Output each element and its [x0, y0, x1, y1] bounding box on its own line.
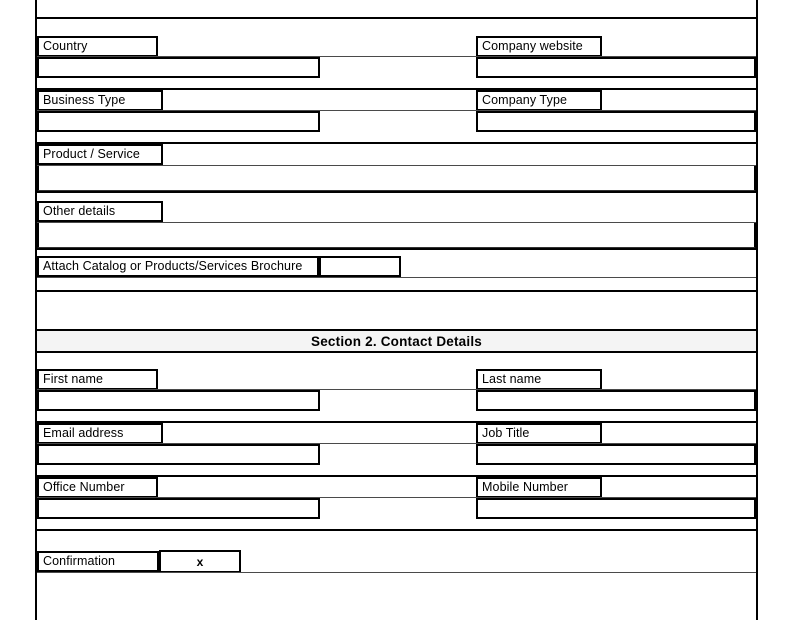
input-job-title[interactable] [476, 444, 756, 465]
form-frame: Country Company website Business Type Co… [35, 0, 758, 620]
input-business-type[interactable] [37, 111, 320, 132]
input-office-number[interactable] [37, 498, 320, 519]
input-mobile-number[interactable] [476, 498, 756, 519]
divider-row-first-name [37, 389, 756, 390]
label-office-number: Office Number [37, 477, 158, 498]
divider-after-business-type [37, 142, 756, 144]
input-other-details[interactable] [37, 223, 756, 248]
divider-row-country [37, 56, 756, 57]
divider-row-other-details [37, 222, 756, 223]
label-confirmation: Confirmation [37, 551, 159, 572]
divider-after-other-details [37, 248, 756, 250]
input-attach-catalog[interactable] [319, 256, 401, 277]
label-product-service: Product / Service [37, 144, 163, 165]
label-email-address: Email address [37, 423, 163, 444]
input-confirmation[interactable]: x [159, 550, 241, 573]
input-company-website[interactable] [476, 57, 756, 78]
label-job-title: Job Title [476, 423, 602, 444]
section-header-contact-details: Section 2. Contact Details [37, 329, 756, 353]
label-first-name: First name [37, 369, 158, 390]
divider-after-first-name [37, 421, 756, 423]
label-company-type: Company Type [476, 90, 602, 111]
input-country[interactable] [37, 57, 320, 78]
input-email-address[interactable] [37, 444, 320, 465]
label-other-details: Other details [37, 201, 163, 222]
divider-row-confirmation [37, 572, 756, 573]
divider-row-office-number [37, 497, 756, 498]
divider-after-country [37, 88, 756, 90]
input-product-service[interactable] [37, 166, 756, 191]
divider-after-office-number [37, 529, 756, 531]
input-last-name[interactable] [476, 390, 756, 411]
label-company-website: Company website [476, 36, 602, 57]
divider-row-business-type [37, 110, 756, 111]
divider-after-email-address [37, 475, 756, 477]
label-business-type: Business Type [37, 90, 163, 111]
divider-top [37, 17, 756, 19]
divider-row-email-address [37, 443, 756, 444]
input-company-type[interactable] [476, 111, 756, 132]
divider-row-product-service [37, 165, 756, 166]
label-attach-catalog: Attach Catalog or Products/Services Broc… [37, 256, 319, 277]
label-last-name: Last name [476, 369, 602, 390]
spacer-band [37, 290, 756, 331]
input-first-name[interactable] [37, 390, 320, 411]
divider-after-product-service [37, 191, 756, 193]
label-country: Country [37, 36, 158, 57]
divider-row-attach-catalog [37, 277, 756, 278]
label-mobile-number: Mobile Number [476, 477, 602, 498]
